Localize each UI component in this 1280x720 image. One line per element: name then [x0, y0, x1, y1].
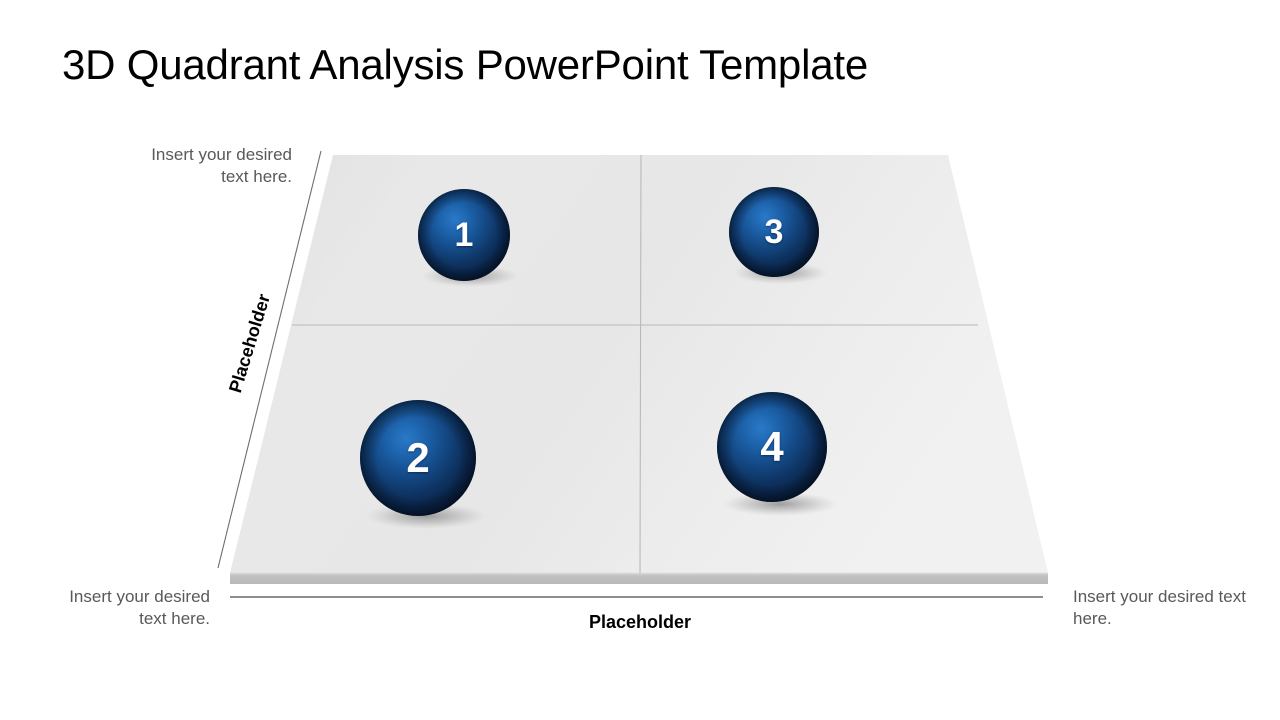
note-bottom-left: Insert your desired text here. [69, 587, 210, 628]
note-top-left: Insert your desired text here. [151, 145, 292, 186]
quadrant-sphere-3[interactable] [729, 187, 827, 284]
quadrant-sphere-4[interactable] [717, 392, 837, 516]
sphere-1-rim [418, 189, 510, 281]
axis-label-horizontal: Placeholder [588, 612, 692, 632]
platform-base-slab [230, 573, 1048, 584]
note-bottom-right: Insert your desired text here. [1073, 587, 1246, 628]
quadrant-sphere-2[interactable] [360, 400, 486, 529]
sphere-4-rim [717, 392, 827, 502]
divider-vertical [639, 154, 642, 574]
sphere-2-rim [360, 400, 476, 516]
quadrant-sphere-1[interactable] [418, 189, 518, 287]
page-title: 3D Quadrant Analysis PowerPoint Template [62, 41, 868, 88]
axis-line-y [217, 150, 322, 569]
quadrant-platform [230, 155, 1048, 573]
sphere-3-rim [729, 187, 819, 277]
